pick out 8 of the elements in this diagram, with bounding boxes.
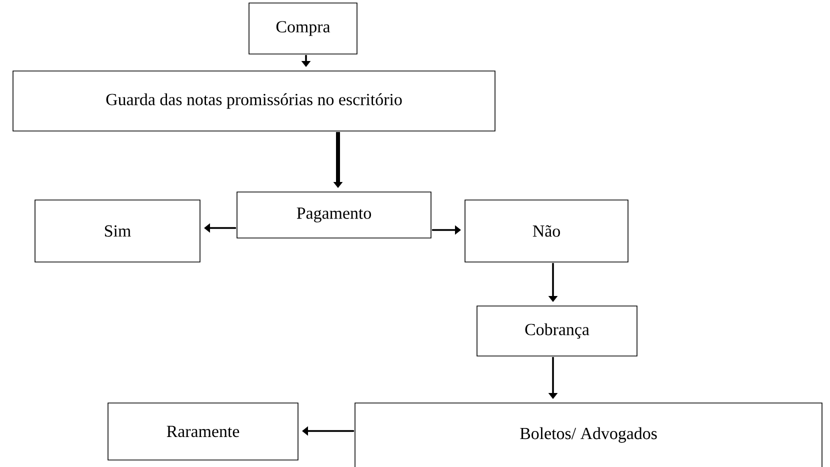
process-box: Não — [464, 200, 628, 262]
process-box: Guarda das notas promissórias no escritório — [12, 70, 496, 132]
process-box: Compra — [248, 2, 358, 54]
process-box: Boletos/ Advogados — [354, 402, 822, 467]
process-box: Pagamento — [236, 192, 432, 238]
process-box: Raramente — [108, 402, 298, 460]
process-box: Cobrança — [476, 306, 638, 356]
process-box: Sim — [34, 200, 200, 262]
